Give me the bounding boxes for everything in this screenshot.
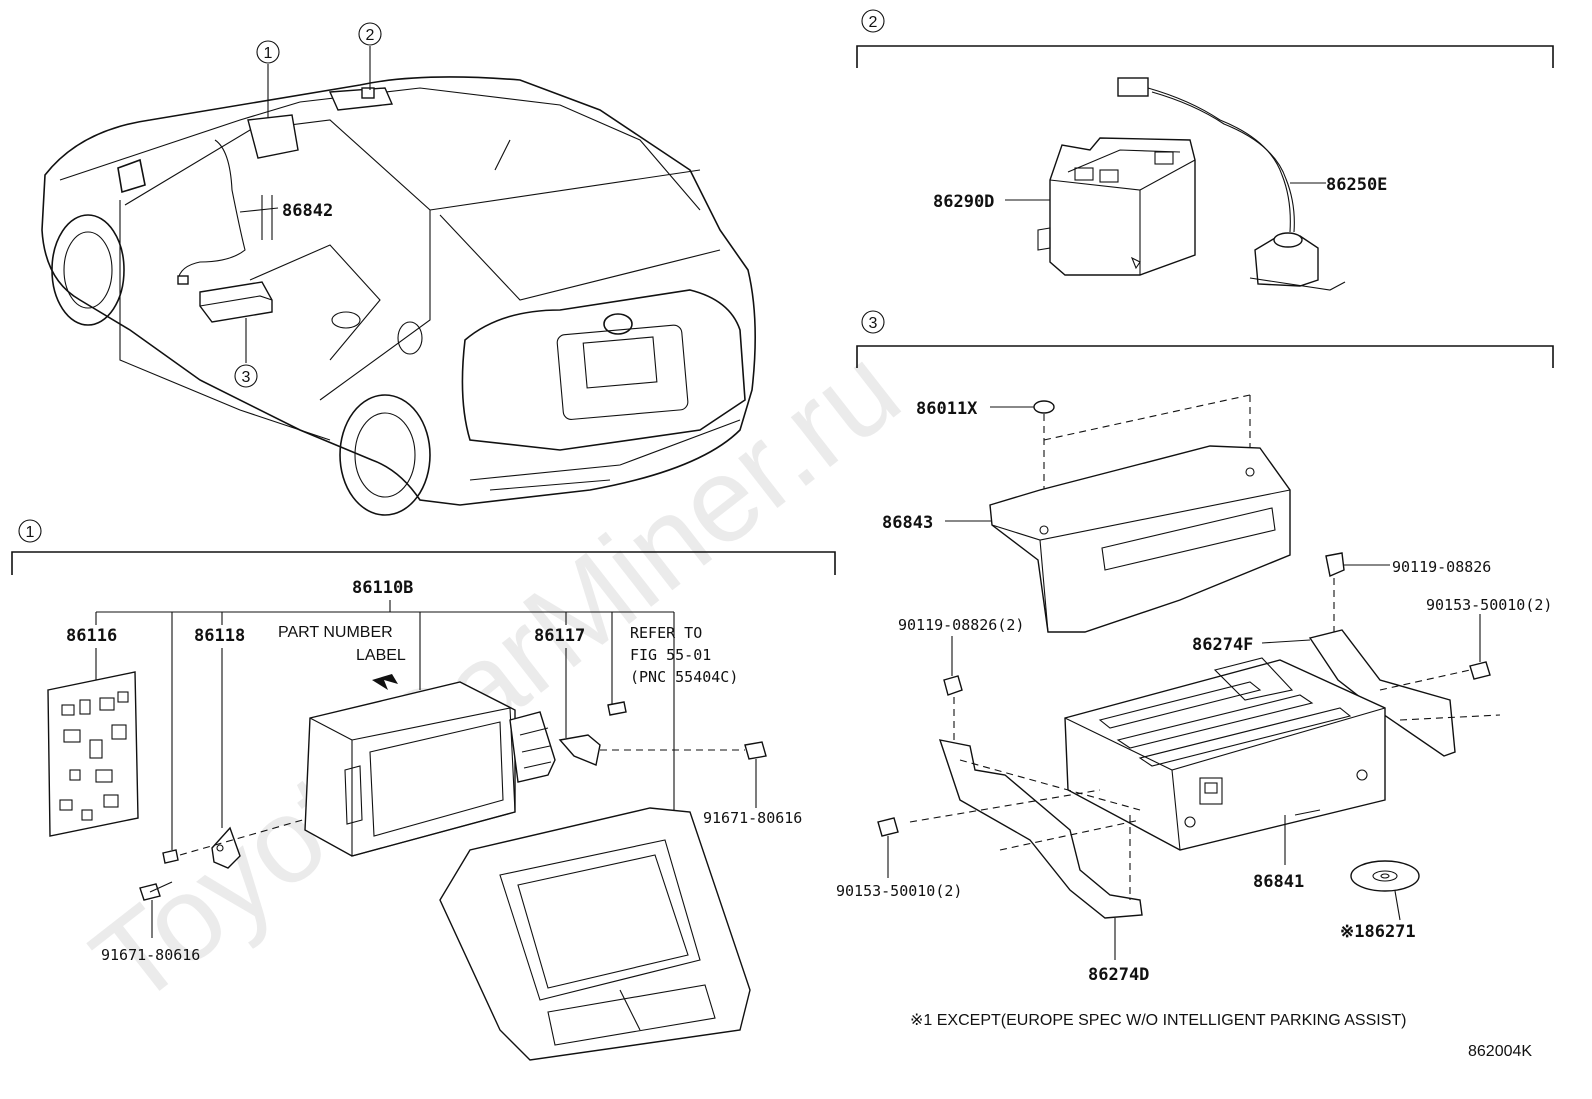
- display-unit: [304, 681, 516, 857]
- label-86110B: 86110B: [352, 578, 413, 598]
- label-91671-80616-right: 91671-80616: [703, 809, 802, 827]
- label-90153-50010-left: 90153-50010(2): [836, 882, 962, 900]
- svg-text:1: 1: [264, 45, 273, 62]
- label-86274D: 86274D: [1088, 965, 1149, 985]
- label-86841: 86841: [1253, 872, 1304, 892]
- label-90153-50010-top: 90153-50010(2): [1426, 596, 1552, 614]
- callout-3-overview: 3: [234, 364, 258, 388]
- bezel: [439, 807, 751, 1061]
- disc-86271: [1350, 860, 1420, 892]
- car-overview: [41, 46, 756, 516]
- label-86290D: 86290D: [933, 192, 994, 212]
- circuit-board: [47, 671, 139, 837]
- label-86011X: 86011X: [916, 399, 978, 419]
- refer-line-3: (PNC 55404C): [630, 668, 738, 686]
- label-86117: 86117: [534, 626, 585, 646]
- callout-3-section: 3: [869, 315, 878, 332]
- footer-note: ※1 EXCEPT(EUROPE SPEC W/O INTELLIGENT PA…: [910, 1012, 1406, 1029]
- connector: [1117, 77, 1149, 97]
- bracket-86117: [558, 734, 601, 766]
- bracket-86274F: [1308, 629, 1456, 757]
- refer-line-2: FIG 55-01: [630, 646, 711, 664]
- clip-86011X: [1033, 400, 1055, 414]
- label-90119-08826-top: 90119-08826: [1392, 558, 1491, 576]
- bracket-86274D: [938, 739, 1143, 919]
- callout-1-overview: 1: [256, 40, 280, 64]
- callout-2-overview: 2: [358, 22, 382, 46]
- label-86118: 86118: [194, 626, 245, 646]
- callout-1-section: [18, 519, 42, 543]
- section-1: 1: [11, 519, 836, 1061]
- bracket-86118: [211, 826, 241, 869]
- label-86116: 86116: [66, 626, 117, 646]
- label-91671-80616-left: 91671-80616: [101, 946, 200, 964]
- callout-1-section-text: 1: [26, 524, 35, 541]
- part-number-label-2: LABEL: [356, 647, 406, 664]
- callout-2-section: 2: [869, 14, 878, 31]
- label-90119-08826-left: 90119-08826(2): [898, 616, 1024, 634]
- svg-text:3: 3: [242, 369, 251, 386]
- part-number-label-1: PART NUMBER: [278, 624, 393, 641]
- svg-text:2: 2: [366, 27, 375, 44]
- section-3: 3: [856, 310, 1554, 960]
- figure-code: 862004K: [1468, 1043, 1532, 1060]
- part-label-86842: 86842: [282, 201, 333, 221]
- refer-line-1: REFER TO: [630, 624, 702, 642]
- label-86250E: 86250E: [1326, 175, 1387, 195]
- section-2: 2: [856, 9, 1554, 291]
- label-86274F: 86274F: [1192, 635, 1253, 655]
- label-86843: 86843: [882, 513, 933, 533]
- label-86271: ※186271: [1340, 922, 1416, 942]
